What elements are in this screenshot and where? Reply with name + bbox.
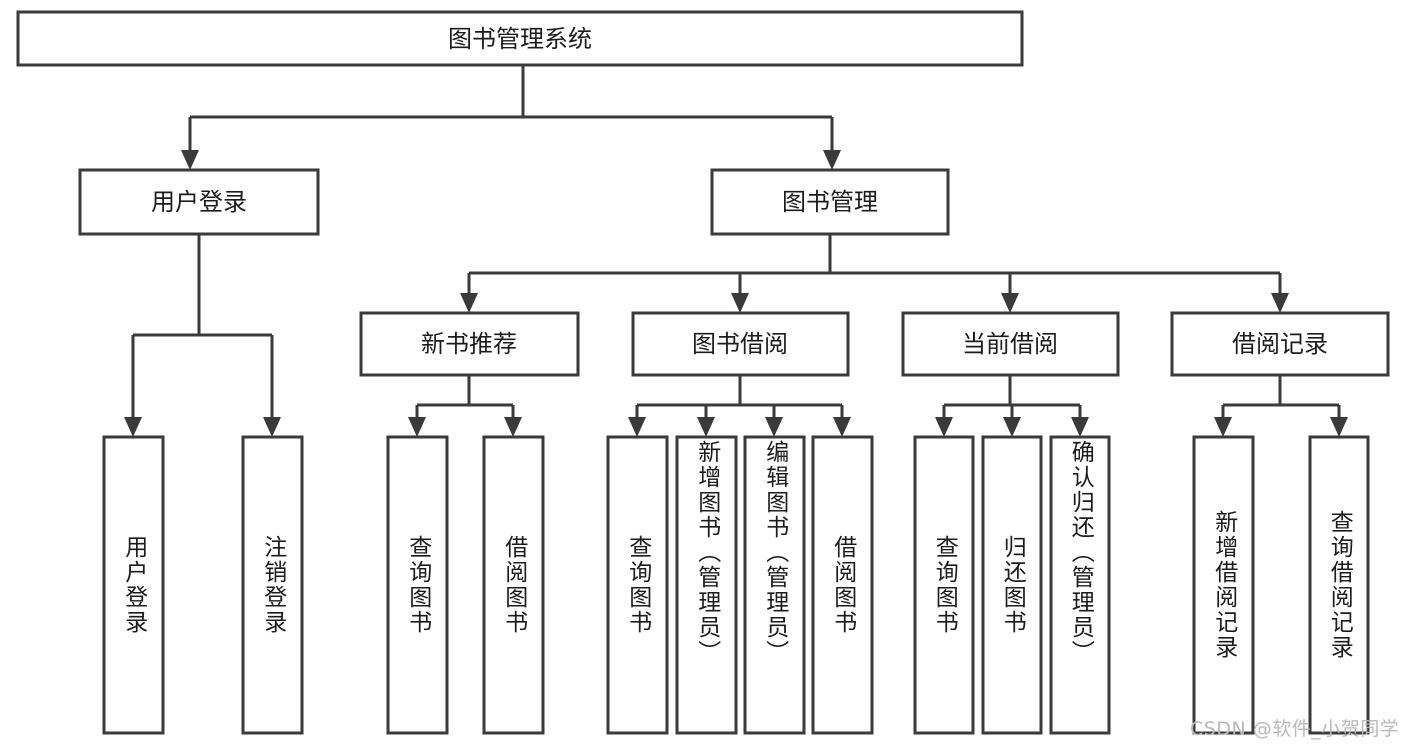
connector-current-borrow-to-leaves xyxy=(935,375,1089,437)
user-login-box[interactable] xyxy=(78,168,320,236)
arrow-head-icon xyxy=(697,417,715,437)
connector-book-borrow-to-leaves xyxy=(628,375,851,437)
arrow-head-icon xyxy=(504,417,522,437)
arrow-head-icon xyxy=(1003,417,1021,437)
leaf-box-query-book-1[interactable] xyxy=(386,435,449,735)
connector-root-to-level2 xyxy=(181,65,841,170)
borrow-record-label: 借阅记录 xyxy=(1232,330,1328,358)
arrow-head-icon xyxy=(408,417,426,437)
leaf-box-user-login[interactable] xyxy=(102,435,165,735)
arrow-head-icon xyxy=(823,150,841,170)
node-root[interactable]: 图书管理系统 xyxy=(16,10,1024,67)
leaf-box-confirm-return[interactable] xyxy=(1049,435,1111,735)
node-borrow-record[interactable]: 借阅记录 xyxy=(1170,311,1390,377)
arrow-head-icon xyxy=(765,417,783,437)
arrow-head-icon xyxy=(1001,293,1019,313)
connector-new-book-recommend-to-leaves xyxy=(408,375,522,437)
leaf-box-borrow-book-1[interactable] xyxy=(482,435,545,735)
current-borrow-label: 当前借阅 xyxy=(962,330,1058,358)
arrow-head-icon xyxy=(1214,417,1232,437)
leaf-box-user-logout[interactable] xyxy=(241,435,304,735)
book-manage-label: 图书管理 xyxy=(782,188,878,216)
arrow-head-icon xyxy=(1071,417,1089,437)
leaf-box-return-book[interactable] xyxy=(981,435,1043,735)
arrow-head-icon xyxy=(833,417,851,437)
connector-user-login-to-leaves xyxy=(124,234,281,437)
connector-borrow-record-to-leaves xyxy=(1214,375,1348,437)
leaf-box-query-record[interactable] xyxy=(1308,435,1370,735)
csdn-watermark: CSDN @软件_小贺同学 xyxy=(1190,718,1400,740)
current-borrow-box[interactable] xyxy=(901,311,1120,377)
arrow-head-icon xyxy=(731,293,749,313)
leaf-box-query-book-3[interactable] xyxy=(913,435,975,735)
root-label: 图书管理系统 xyxy=(448,25,592,53)
leaf-box-query-book-2[interactable] xyxy=(606,435,669,735)
leaf-box-add-record[interactable] xyxy=(1192,435,1255,735)
node-current-borrow[interactable]: 当前借阅 xyxy=(901,311,1120,377)
node-new-book-recommend[interactable]: 新书推荐 xyxy=(359,311,580,377)
leaf-box-edit-book[interactable] xyxy=(743,435,806,735)
arrow-head-icon xyxy=(628,417,646,437)
arrow-head-icon xyxy=(1330,417,1348,437)
arrow-head-icon xyxy=(263,417,281,437)
node-user-login[interactable]: 用户登录 xyxy=(78,168,320,236)
node-book-borrow[interactable]: 图书借阅 xyxy=(631,311,850,377)
arrow-head-icon xyxy=(1271,293,1289,313)
book-borrow-label: 图书借阅 xyxy=(692,330,788,358)
user-login-label: 用户登录 xyxy=(151,188,247,216)
connector-book-manage-to-level3 xyxy=(460,234,1289,313)
new-book-recommend-box[interactable] xyxy=(359,311,580,377)
new-book-recommend-label: 新书推荐 xyxy=(421,330,517,358)
arrow-head-icon xyxy=(460,293,478,313)
arrow-head-icon xyxy=(181,150,199,170)
node-book-manage[interactable]: 图书管理 xyxy=(710,168,950,236)
leaf-box-borrow-book-2[interactable] xyxy=(811,435,874,735)
arrow-head-icon xyxy=(124,417,142,437)
arrow-head-icon xyxy=(935,417,953,437)
root-box[interactable] xyxy=(16,10,1024,67)
leaf-box-add-book[interactable] xyxy=(675,435,738,735)
